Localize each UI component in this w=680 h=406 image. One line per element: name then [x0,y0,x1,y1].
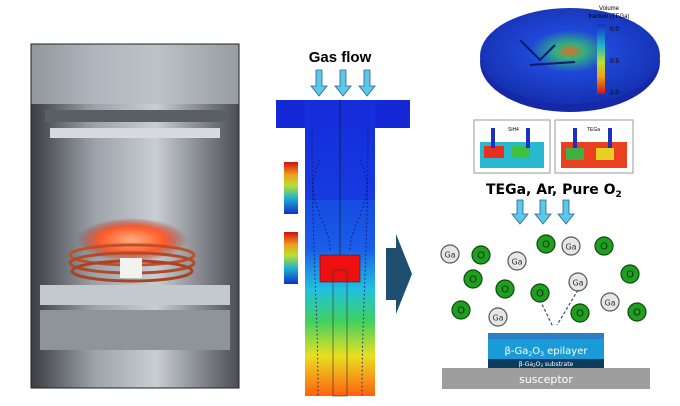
precursors-label: TEGa, Ar, Pure O2 [486,182,622,200]
big-arrow-icon [386,234,412,314]
ga-particle [600,292,620,312]
ga-label: Ga [572,279,583,288]
susceptor-label: susceptor [519,373,573,386]
o-label: O [501,285,509,296]
o-label: O [600,242,608,253]
epilayer [488,339,604,359]
o-label: O [457,306,465,317]
ga-label: Ga [604,299,615,308]
panel-sih4: SiH4 [473,119,551,174]
velocity-colorbar [284,162,298,214]
gas-flow-arrows [310,69,376,97]
substrate [488,359,604,368]
legend-title-2: fraction (TEGa) [588,14,629,20]
o-label: O [477,251,485,262]
o-particle [620,264,640,284]
trajectory-lines [539,289,579,328]
ga-label: Ga [511,258,522,267]
o-particle [536,234,556,254]
tick-0: 0.0 [610,26,619,33]
volume-fraction-colorbar [597,24,605,94]
temperature-colorbar [284,232,298,284]
substrate-label: β-Ga2O3 substrate [519,361,574,368]
panel-label: SiH4 [508,127,519,133]
epilayer-label: β-Ga2O3 epilayer [505,346,589,358]
ga-particle [440,244,460,264]
ga-label: Ga [565,243,576,252]
o-label: O [626,270,634,281]
reactor-photo [30,43,240,389]
adatom-layer [488,333,604,339]
o-label: O [633,308,641,319]
volume-fraction-disc [480,8,660,112]
o-particle [627,302,647,322]
o-particle [594,236,614,256]
flow-simulation [276,100,410,397]
legend-title-1: Volume [599,6,620,12]
ga-label: Ga [492,314,503,323]
o-particle [530,283,550,303]
panel-label: TEGa [587,127,600,133]
tick-1: 1.0 [610,89,619,96]
o-particle [570,303,590,323]
precursor-arrows [511,199,575,225]
o-label: O [542,240,550,251]
tick-0-5: 0.5 [610,58,619,65]
ga-particle [488,307,508,327]
ga-particle [507,251,527,271]
ga-particle [561,236,581,256]
o-particle [471,245,491,265]
o-label: O [536,289,544,300]
susceptor [442,368,650,389]
o-particle [463,269,483,289]
panel-tega: TEGa [554,119,634,174]
o-label: O [469,275,477,286]
o-label: O [576,309,584,320]
gas-flow-title: Gas flow [309,49,372,66]
o-particle [495,279,515,299]
o-particle [451,300,471,320]
ga-label: Ga [444,251,455,260]
